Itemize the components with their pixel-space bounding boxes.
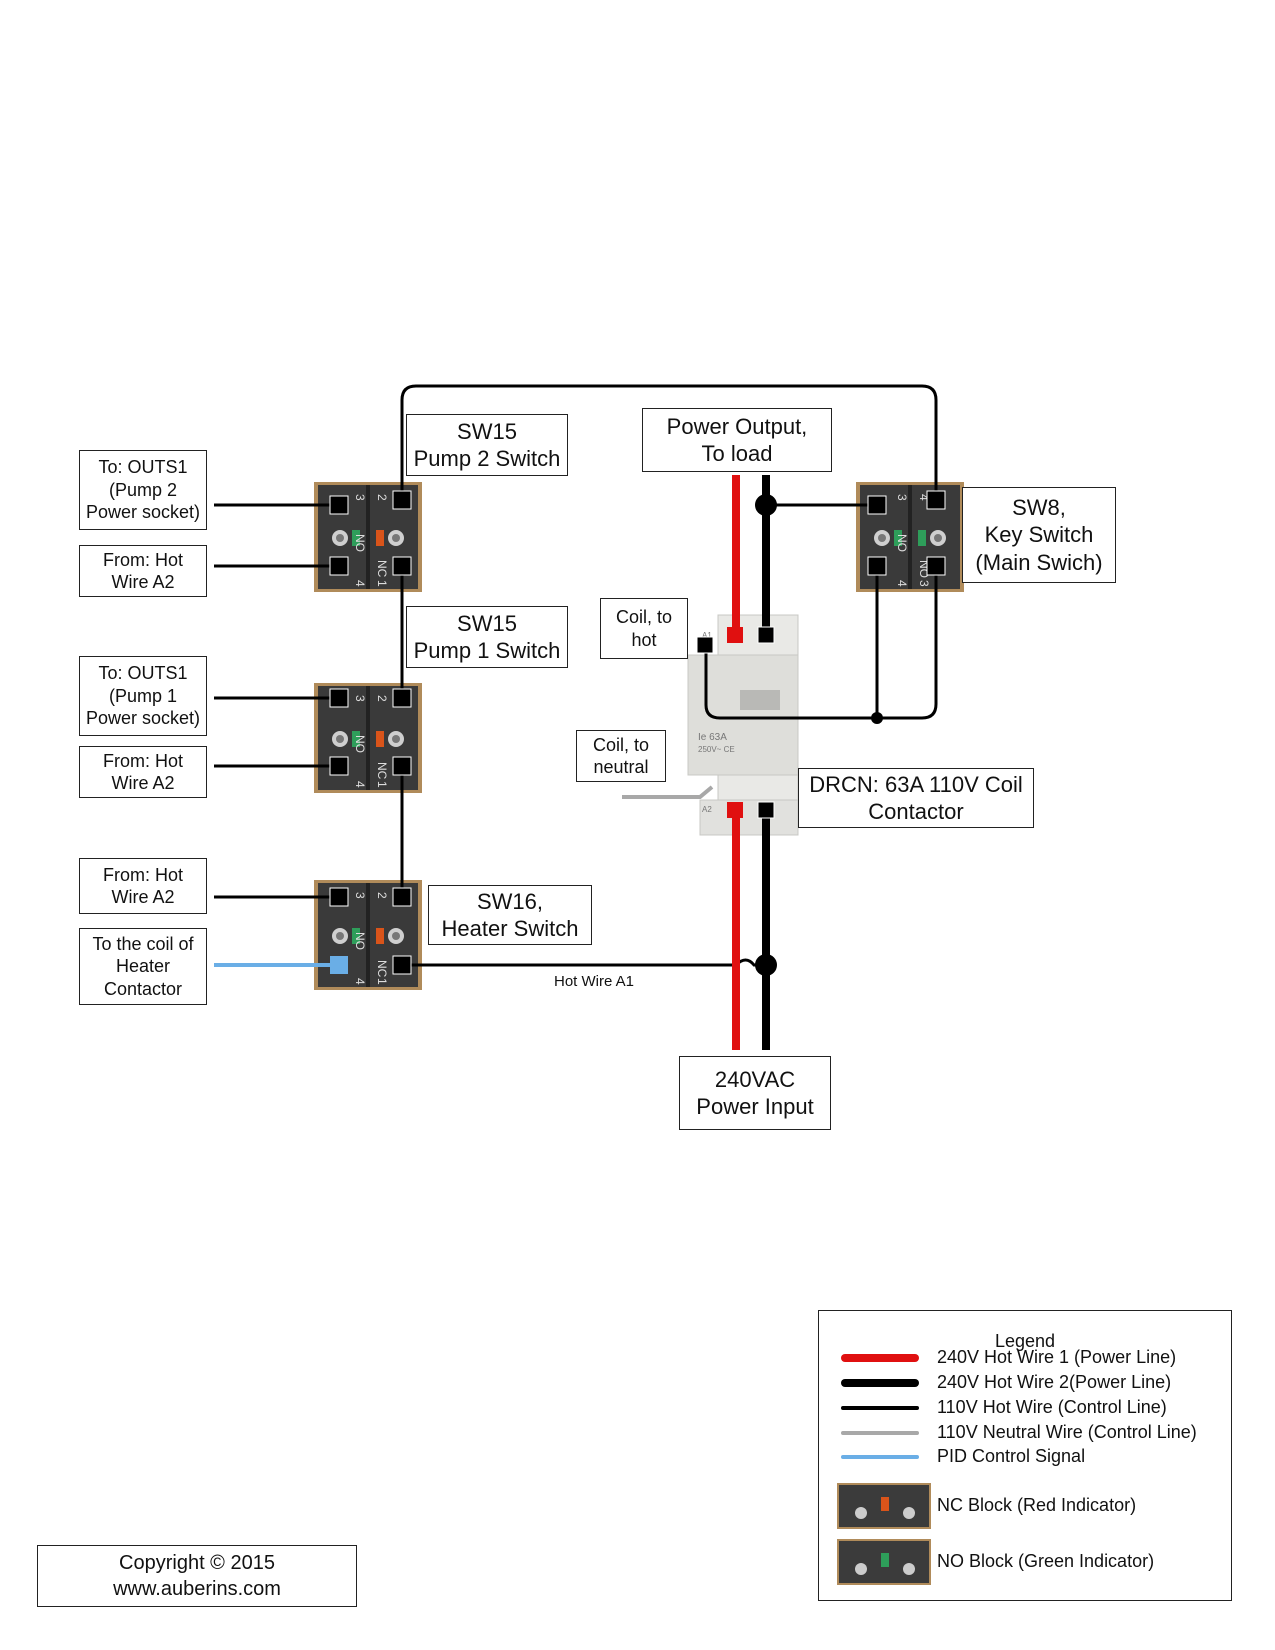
sw8-key-switch-block bbox=[856, 482, 964, 592]
marking-4: 4 bbox=[353, 580, 367, 587]
marking-3: 3 bbox=[353, 494, 367, 501]
legend-item-hot1: 240V Hot Wire 1 (Power Line) bbox=[819, 1346, 1231, 1370]
marking-3: 3 bbox=[353, 892, 367, 899]
marking-3: 3 bbox=[353, 695, 367, 702]
marking-3: 3 bbox=[917, 580, 931, 587]
marking-4: 4 bbox=[895, 580, 909, 587]
legend-swatch-control-hot bbox=[841, 1406, 919, 1410]
label-outs1-pump2: To: OUTS1 (Pump 2 Power socket) bbox=[79, 450, 207, 530]
terminal-points bbox=[329, 490, 946, 975]
legend-swatch-hot1 bbox=[841, 1354, 919, 1362]
nc-block-icon bbox=[837, 1483, 931, 1529]
legend-item-pid: PID Control Signal bbox=[819, 1445, 1231, 1469]
switch-markings: NO NC NO NC NO NC NO NO 3 2 4 1 3 2 4 1 … bbox=[353, 494, 931, 985]
copyright-text: Copyright © 2015 bbox=[119, 1552, 275, 1574]
label-sw16-heater: SW16, Heater Switch bbox=[428, 885, 592, 945]
marking-1: 1 bbox=[375, 781, 389, 788]
marking-2: 2 bbox=[375, 494, 389, 501]
marking-2: 2 bbox=[375, 695, 389, 702]
legend-item-nc-block: NC Block (Red Indicator) bbox=[819, 1483, 1231, 1529]
legend-label-hot1: 240V Hot Wire 1 (Power Line) bbox=[937, 1347, 1177, 1367]
legend-swatch-pid bbox=[841, 1455, 919, 1459]
contactor-a2: A2 bbox=[702, 805, 712, 814]
terminal-hot1-bottom bbox=[727, 802, 743, 818]
marking-no: NO bbox=[353, 932, 367, 950]
terminal-pid bbox=[330, 956, 348, 974]
sw15-pump1-switch-block bbox=[314, 683, 422, 793]
copyright-url: www.auberins.com bbox=[113, 1578, 281, 1600]
sw16-heater-switch-block bbox=[314, 880, 422, 990]
marking-1: 1 bbox=[375, 580, 389, 587]
label-hot-wire-a1: Hot Wire A1 bbox=[554, 973, 635, 990]
label-outs1-pump1: To: OUTS1 (Pump 1 Power socket) bbox=[79, 656, 207, 736]
marking-nc: NC bbox=[375, 560, 389, 578]
marking-no: NO bbox=[895, 534, 909, 552]
copyright-box: Copyright © 2015 www.auberins.com bbox=[37, 1545, 357, 1607]
legend-label-hot2: 240V Hot Wire 2(Power Line) bbox=[937, 1372, 1172, 1392]
neutral-wire bbox=[622, 785, 714, 799]
label-sw15-pump1: SW15 Pump 1 Switch bbox=[406, 606, 568, 668]
legend-label-control-hot: 110V Hot Wire (Control Line) bbox=[937, 1397, 1167, 1417]
legend-label-neutral: 110V Neutral Wire (Control Line) bbox=[937, 1422, 1197, 1442]
marking-nc: NC bbox=[375, 960, 389, 978]
legend: Legend 240V Hot Wire 1 (Power Line) 240V… bbox=[818, 1310, 1232, 1601]
marking-4: 4 bbox=[353, 781, 367, 788]
marking-2: 2 bbox=[375, 892, 389, 899]
label-from-hot-a2: From: Hot Wire A2 bbox=[79, 746, 207, 798]
label-sw15-pump2: SW15 Pump 2 Switch bbox=[406, 414, 568, 476]
legend-label-no-block: NO Block (Green Indicator) bbox=[937, 1551, 1155, 1571]
legend-title: Legend bbox=[994, 1331, 1056, 1351]
label-from-hot-a2: From: Hot Wire A2 bbox=[79, 858, 207, 914]
label-power-output: Power Output, To load bbox=[642, 408, 832, 472]
contactor-body: Ie 63A 250V~ CE A1 A2 bbox=[687, 614, 799, 836]
legend-swatch-neutral bbox=[841, 1431, 919, 1435]
legend-item-control-hot: 110V Hot Wire (Control Line) bbox=[819, 1396, 1231, 1420]
marking-4: 4 bbox=[353, 978, 367, 985]
label-power-input: 240VAC Power Input bbox=[679, 1056, 831, 1130]
no-block-icon bbox=[837, 1539, 931, 1585]
label-contactor: DRCN: 63A 110V Coil Contactor bbox=[798, 768, 1034, 828]
label-sw8-key-switch: SW8, Key Switch (Main Swich) bbox=[962, 487, 1116, 583]
marking-3: 3 bbox=[895, 494, 909, 501]
contactor-voltage: 250V~ CE bbox=[698, 745, 735, 754]
label-from-hot-a2: From: Hot Wire A2 bbox=[79, 545, 207, 597]
junction-dots bbox=[755, 494, 883, 976]
contactor-rating: Ie 63A bbox=[698, 732, 727, 743]
marking-no: NO bbox=[353, 534, 367, 552]
marking-no: NO bbox=[353, 735, 367, 753]
legend-item-hot2: 240V Hot Wire 2(Power Line) bbox=[819, 1371, 1231, 1395]
marking-nc: NC bbox=[375, 762, 389, 780]
sw15-pump2-switch-block bbox=[314, 482, 422, 592]
label-coil-to-neutral: Coil, to neutral bbox=[576, 730, 666, 782]
legend-item-neutral: 110V Neutral Wire (Control Line) bbox=[819, 1421, 1231, 1445]
legend-swatch-hot2 bbox=[841, 1379, 919, 1387]
marking-1: 1 bbox=[375, 978, 389, 985]
marking-4: 4 bbox=[917, 494, 931, 501]
legend-label-pid: PID Control Signal bbox=[937, 1446, 1086, 1466]
legend-item-no-block: NO Block (Green Indicator) bbox=[819, 1539, 1231, 1585]
label-heater-coil: To the coil of Heater Contactor bbox=[79, 928, 207, 1005]
legend-label-nc-block: NC Block (Red Indicator) bbox=[937, 1495, 1137, 1515]
contactor-a1: A1 bbox=[702, 631, 712, 640]
terminal-hot1-top bbox=[727, 627, 743, 643]
label-coil-to-hot: Coil, to hot bbox=[600, 598, 688, 659]
control-wires bbox=[214, 384, 938, 967]
